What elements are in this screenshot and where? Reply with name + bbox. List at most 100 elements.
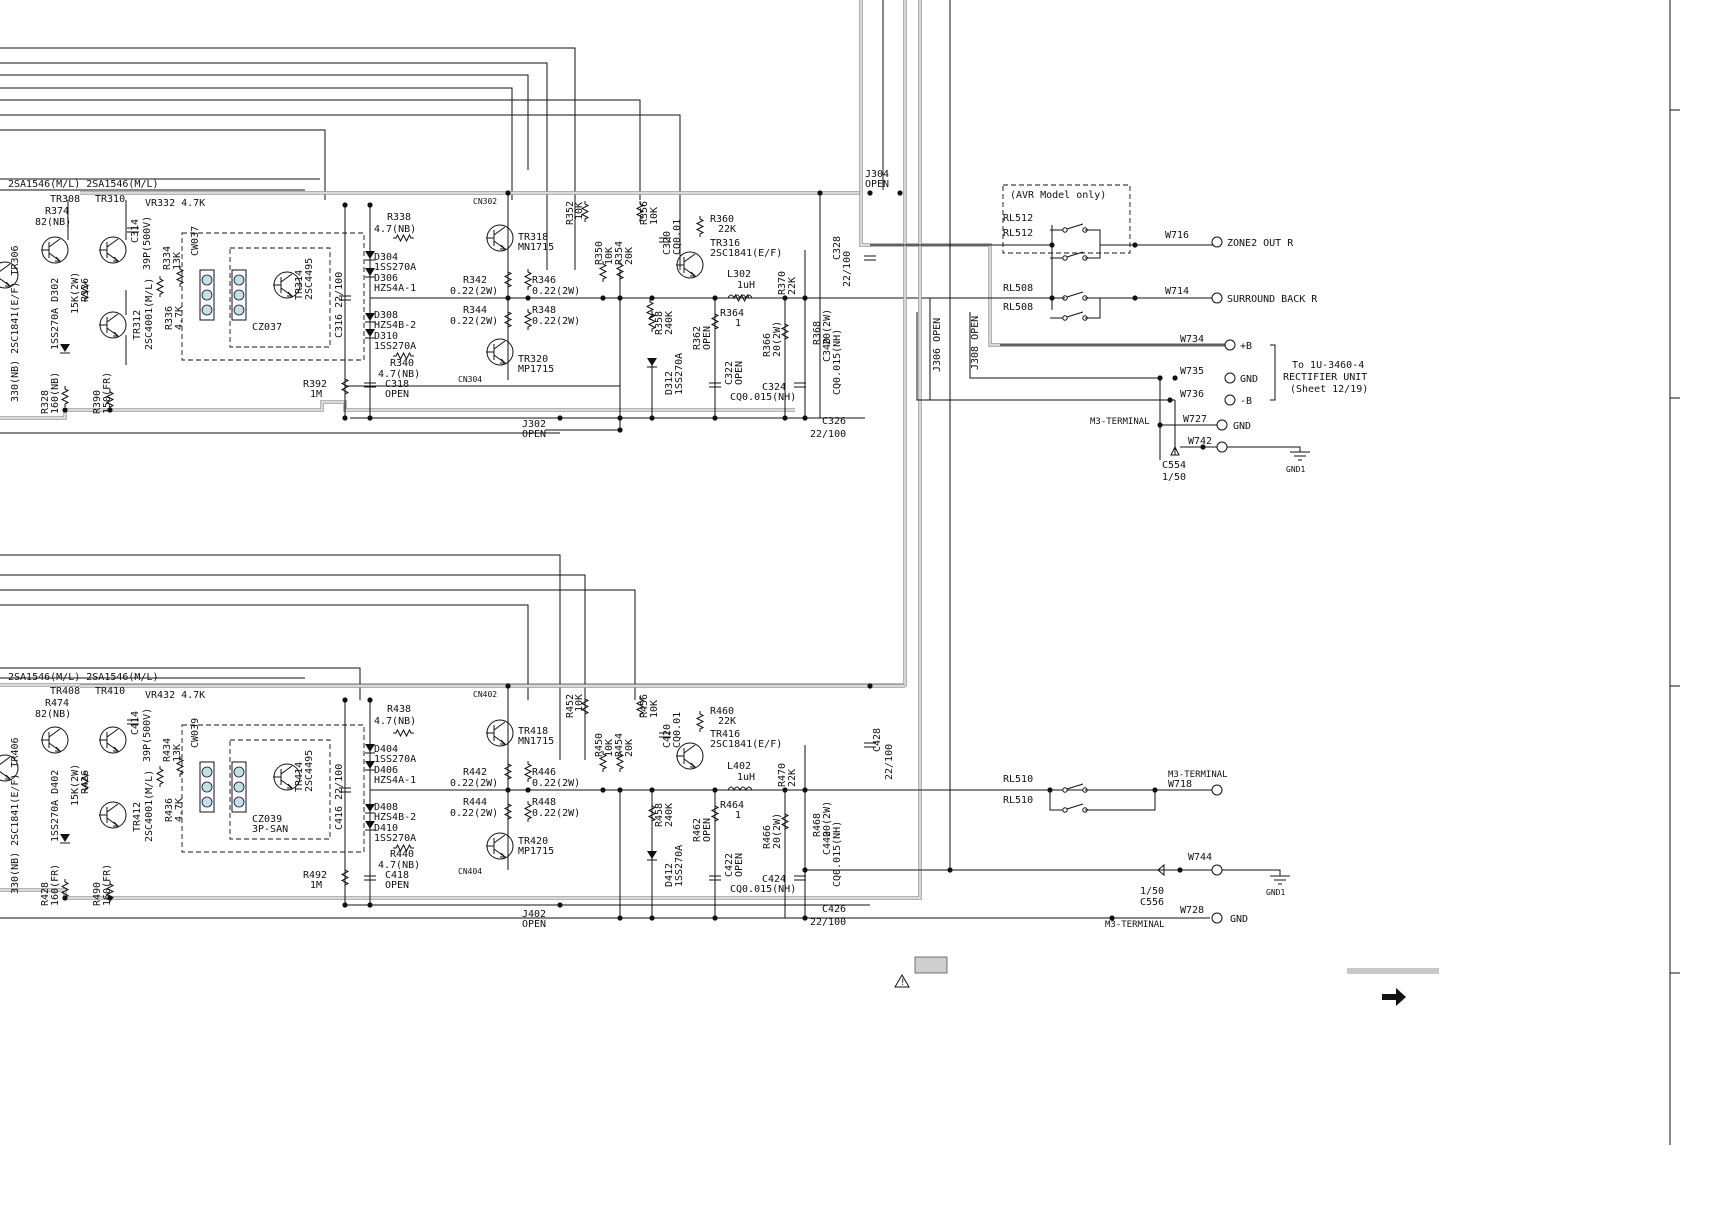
label: TR308 bbox=[50, 194, 80, 205]
label: CN404 bbox=[458, 867, 482, 876]
label: (AVR Model only) bbox=[1010, 190, 1106, 201]
label: TR416 bbox=[710, 729, 740, 740]
label: GND1 bbox=[1266, 888, 1285, 897]
label: R340 bbox=[390, 358, 414, 369]
label: OPEN bbox=[734, 361, 745, 385]
label: HZS4B-2 bbox=[374, 812, 416, 823]
label: 4.7(NB) bbox=[378, 369, 420, 380]
label: 330(NB) 2SC1841(E/F) TR406 bbox=[10, 737, 21, 894]
label: D406 bbox=[374, 765, 398, 776]
label: W744 bbox=[1188, 852, 1212, 863]
label: R392 bbox=[303, 379, 327, 390]
label: 15K(2W) bbox=[70, 764, 81, 806]
label: 0.22(2W) bbox=[450, 286, 498, 297]
label: 15K(2W) bbox=[70, 272, 81, 314]
label: W716 bbox=[1165, 230, 1189, 241]
label: CW039 bbox=[190, 718, 201, 748]
label: OPEN bbox=[522, 919, 546, 930]
label: 22/100 bbox=[810, 429, 846, 440]
label: D304 bbox=[374, 252, 398, 263]
label: J402 bbox=[522, 909, 546, 920]
label: 1SS270A bbox=[674, 353, 685, 395]
label: 39P(500V) bbox=[142, 216, 153, 270]
label: MN1715 bbox=[518, 242, 554, 253]
label: R448 bbox=[532, 797, 556, 808]
label: 1/50 bbox=[1162, 472, 1186, 483]
label: 1SS270A bbox=[374, 833, 416, 844]
label: C428 bbox=[872, 728, 883, 752]
label: W735 bbox=[1180, 366, 1204, 377]
label: 1 bbox=[735, 810, 741, 821]
label: R342 bbox=[463, 275, 487, 286]
label: -B bbox=[1240, 396, 1252, 407]
label: 330(NB) 2SC1841(E/F) TR306 bbox=[10, 245, 21, 402]
label: C320 bbox=[662, 231, 673, 255]
label: 4.7K bbox=[174, 306, 185, 330]
label: MN1715 bbox=[518, 736, 554, 747]
label: RL512 bbox=[1003, 213, 1033, 224]
label: 1uH bbox=[737, 280, 755, 291]
label: RL508 bbox=[1003, 283, 1033, 294]
label: 20K bbox=[624, 247, 635, 265]
label: R338 bbox=[387, 212, 411, 223]
label: 13K bbox=[172, 252, 183, 270]
label: C340 bbox=[822, 338, 833, 362]
label: R326 bbox=[80, 278, 91, 302]
label: M3-TERMINAL bbox=[1090, 417, 1150, 427]
label: 0.22(2W) bbox=[450, 778, 498, 789]
label: D308 bbox=[374, 310, 398, 321]
svg-text:!: ! bbox=[900, 978, 905, 988]
label: 20K bbox=[624, 739, 635, 757]
label: R358 bbox=[654, 311, 665, 335]
label: R454 bbox=[614, 733, 625, 757]
label: 2SA1546(M/L) 2SA1546(M/L) bbox=[8, 179, 159, 190]
label: R434 bbox=[162, 738, 173, 762]
label: J308 OPEN bbox=[970, 316, 981, 370]
label: 2SC1841(E/F) bbox=[710, 248, 782, 259]
label: TR312 bbox=[132, 310, 143, 340]
lower-channel bbox=[0, 554, 1210, 921]
label: RL512 bbox=[1003, 228, 1033, 239]
label: RL510 bbox=[1003, 774, 1033, 785]
label: 1M bbox=[310, 389, 322, 400]
label: 10K bbox=[649, 207, 660, 225]
label: 2SC4001(M/L) bbox=[144, 770, 155, 842]
label: C318 bbox=[385, 379, 409, 390]
label: R470 bbox=[777, 763, 788, 787]
label: W718 bbox=[1168, 779, 1192, 790]
label: R468 bbox=[812, 813, 823, 837]
label: 1SS270A bbox=[374, 754, 416, 765]
label: R370 bbox=[777, 271, 788, 295]
label: 10K bbox=[574, 202, 585, 220]
label: R350 bbox=[594, 241, 605, 265]
label: D410 bbox=[374, 823, 398, 834]
label: R334 bbox=[162, 246, 173, 270]
label: R374 bbox=[45, 206, 69, 217]
label: TR410 bbox=[95, 686, 125, 697]
label: R466 bbox=[762, 825, 773, 849]
label: R360 bbox=[710, 214, 734, 225]
label: 4.7(NB) bbox=[374, 224, 416, 235]
label: R352 bbox=[565, 201, 576, 225]
label: 160(NB) bbox=[50, 372, 61, 414]
label: CN302 bbox=[473, 197, 497, 206]
label: 22K bbox=[718, 224, 736, 235]
label: TR418 bbox=[518, 726, 548, 737]
label: C322 bbox=[724, 361, 735, 385]
label: R442 bbox=[463, 767, 487, 778]
label: W714 bbox=[1165, 286, 1189, 297]
label: (Sheet 12/19) bbox=[1290, 384, 1368, 395]
label: C314 bbox=[130, 219, 141, 243]
label: 1 bbox=[735, 318, 741, 329]
label: OPEN bbox=[702, 818, 713, 842]
label: 13K bbox=[172, 744, 183, 762]
label: 1SS270A D302 bbox=[50, 278, 61, 350]
label: ZONE2 OUT R bbox=[1227, 238, 1294, 249]
label: 0.22(2W) bbox=[532, 808, 580, 819]
label: TR310 bbox=[95, 194, 125, 205]
label: D312 bbox=[664, 371, 675, 395]
label: 1/50 bbox=[1140, 886, 1164, 897]
label: SURROUND BACK R bbox=[1227, 294, 1318, 305]
label: L302 bbox=[727, 269, 751, 280]
label: R348 bbox=[532, 305, 556, 316]
